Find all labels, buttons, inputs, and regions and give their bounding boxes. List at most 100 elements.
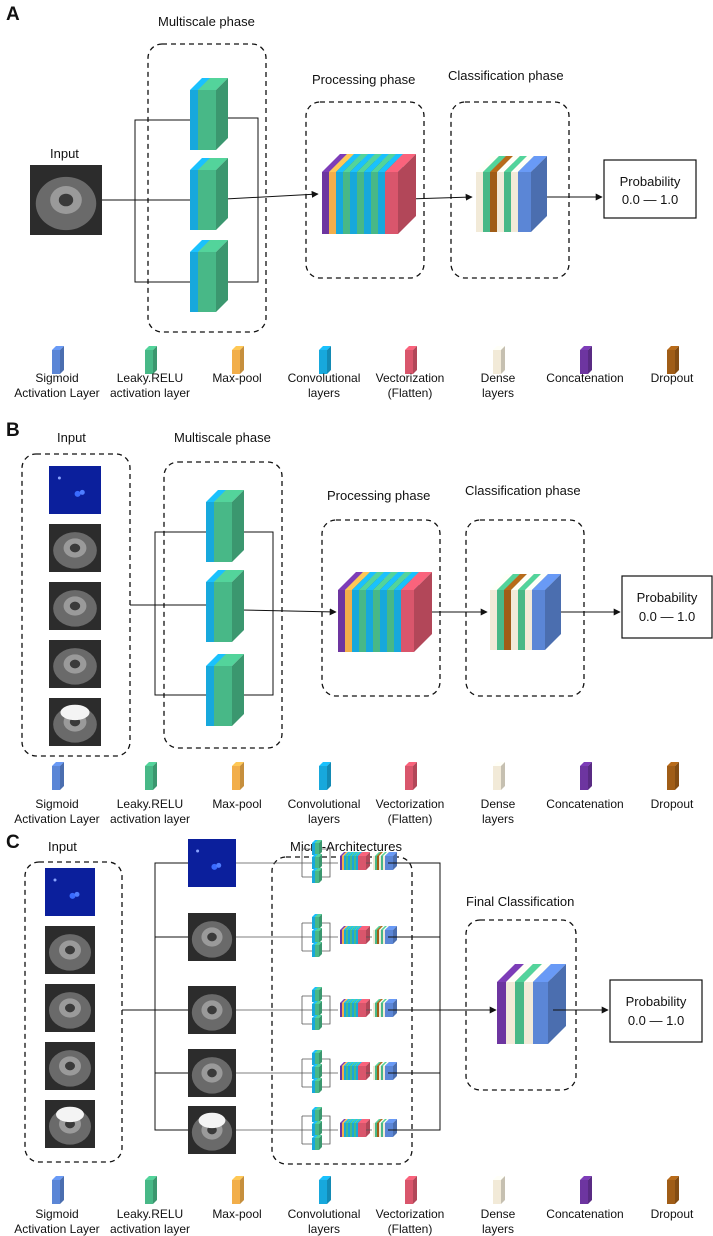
panel-c-micro-processing-layer-leaky_relu-top [350, 1119, 356, 1123]
panel-a-processing-layer-conv-top [350, 154, 375, 172]
panel-c-micro-processing-layer-conv-front [356, 1066, 358, 1080]
panel-c-micro-ms-relu-1-top [315, 840, 322, 843]
panel-c-routed-image-5-bladder [198, 1112, 226, 1129]
panel-b-multiscale-block-1-relu-side [232, 490, 244, 562]
panel-c-micro-branch-wire [301, 922, 338, 952]
panel-b-multiscale-block-2-conv-front [206, 582, 214, 642]
panel-c-micro-processing-layer-maxpool-front [342, 1123, 344, 1137]
panel-c-micro-classification-layer-dense-front [373, 1003, 375, 1017]
panel-c: C Input Micro-Architectures Final Classi… [6, 832, 703, 1236]
panel-c-micro-processing-layer-flatten [358, 926, 370, 944]
panel-c-micro-classification-layer-leaky_relu-front [381, 930, 383, 944]
panel-c-micro-ms-relu-1-side [319, 1050, 322, 1065]
panel-c-final-layer-dense-front [524, 982, 533, 1044]
panel-c-micro-ms-relu-1-top [315, 914, 322, 917]
panel-c-micro-processing-layer-flatten-side [366, 852, 370, 870]
panel-c-micro-ms-relu-2-front [315, 1067, 319, 1079]
panel-a-multiscale-block-2-relu-top [198, 158, 228, 170]
panel-b-legend-item-dropout: Dropout [651, 762, 694, 811]
panel-c-micro-architecture-1 [236, 840, 397, 883]
panel-c-micro-ms-relu-1 [315, 1107, 322, 1122]
panel-c-micro-classification-layer-leaky_relu-front [375, 930, 377, 944]
panel-b-multiscale-block-3-relu-front [214, 666, 232, 726]
panel-c-routed-image-1-spot [216, 862, 222, 868]
panel-a-processing-label: Processing phase [312, 72, 415, 87]
panel-a-multiscale-label: Multiscale phase [158, 14, 255, 29]
panel-a-probability-box [603, 159, 697, 219]
panel-c-wire-merge-mid [388, 936, 440, 1074]
panel-a-input-label: Input [50, 146, 79, 161]
panel-c-micro-classification-layer-sigmoid-side [393, 852, 397, 870]
panel-c-micro-processing-layer-leaky_relu-front [354, 1003, 356, 1017]
panel-a-multiscale-block-3-conv-front [190, 252, 198, 312]
panel-c-micro-processing-layer-concat-top [340, 1119, 346, 1123]
panel-c-legend-sublabel-leaky_relu: activation layer [110, 1222, 190, 1236]
panel-c-micro-classification-layer-sigmoid [385, 1119, 397, 1137]
panel-c-micro-classification-layer-sigmoid [385, 999, 397, 1017]
panel-c-micro-ms-conv-3-front [312, 1018, 315, 1030]
panel-c-final-layer-concat-front [497, 982, 506, 1044]
panel-c-legend-swatch-concat-side [588, 1176, 592, 1204]
panel-b-legend-swatch-dense-front [493, 766, 501, 790]
panel-c-micro-ms-relu-1-front [315, 843, 319, 855]
panel-c-micro-architecture-4 [236, 1050, 397, 1093]
panel-a-processing-layer-flatten-front [385, 172, 398, 234]
panel-c-micro-processing-layer-conv-front [348, 856, 350, 870]
panel-b-multiscale-block-1-relu [214, 490, 244, 562]
panel-c-micro-processing-layer-conv-top [356, 1062, 362, 1066]
panel-c-micro-ms-conv-3-front [312, 945, 315, 957]
panel-c-legend-label-sigmoid: Sigmoid [35, 1207, 78, 1221]
panel-c-micro-classification-layer-leaky_relu-front [381, 856, 383, 870]
panel-c-micro-processing-layer-conv-top [348, 1062, 354, 1066]
panel-b-legend-swatch-maxpool-side [240, 762, 244, 790]
panel-c-micro-ms-relu-3-top [315, 1015, 322, 1018]
panel-b-processing-layer-conv-front [380, 590, 387, 652]
panel-b-processing-layer-maxpool-front [345, 590, 352, 652]
panel-c-final-layer-dense-top [524, 964, 551, 982]
panel-c-micro-classification-layer-sigmoid-side [393, 926, 397, 944]
panel-c-micro-classification-layer-dense-front [383, 1066, 385, 1080]
panel-a-legend-swatch-maxpool [232, 346, 244, 374]
panel-c-micro-processing-layer-conv-top [356, 999, 362, 1003]
panel-c-micro-processing-layer-concat-top [340, 999, 346, 1003]
panel-c-legend-swatch-concat-front [580, 1180, 588, 1204]
panel-a-legend-sublabel-sigmoid: Activation Layer [14, 386, 99, 400]
panel-c-micro-ms-conv-3-front [312, 1081, 315, 1093]
panel-c-micro-classification-layer-dense-front [379, 1066, 381, 1080]
panel-c-micro-processing-layer-flatten [358, 852, 370, 870]
panel-c-micro-ms-relu-3-side [319, 942, 322, 957]
panel-b-classification-layer-dense-front [490, 590, 497, 650]
panel-b-legend-swatch-maxpool-front [232, 766, 240, 790]
panel-c-micro-processing-layer-conv-top [348, 926, 354, 930]
panel-b-classification-stack [490, 574, 561, 650]
panel-c-micro-processing-layer-conv-front [356, 930, 358, 944]
panel-c-micro-classification-layer-leaky_relu-top [375, 1119, 381, 1123]
panel-c-micro-classification-layer-sigmoid [385, 1062, 397, 1080]
panel-c-micro-ms-conv-1-top [312, 840, 318, 843]
panel-b-classification-layer-dropout-front [504, 590, 511, 650]
panel-c-legend-swatch-dense-side [501, 1176, 505, 1204]
panel-a-multiscale-block-3-relu [198, 240, 228, 312]
panel-c-micro-processing-layer-conv-front [352, 1003, 354, 1017]
panel-c-micro-ms-relu-1 [315, 987, 322, 1002]
panel-c-micro-ms-conv-3-top [312, 868, 318, 871]
panel-b-classification-layer-sigmoid-side [545, 574, 561, 650]
panel-c-micro-processing-layer-conv-top [344, 926, 350, 930]
panel-c-input-image-4 [45, 1042, 95, 1090]
panel-c-micro-processing-layer-leaky_relu-front [354, 856, 356, 870]
panel-c-micro-ms-relu-2 [315, 1001, 322, 1016]
panel-c-micro-processing-layer-conv-top [352, 1062, 358, 1066]
panel-c-micro-ms-relu-1-front [315, 917, 319, 929]
panel-b-legend-label-maxpool: Max-pool [212, 797, 261, 811]
panel-a-multiscale-block-3-relu-front [198, 252, 216, 312]
panel-a-legend-swatch-dropout-side [675, 346, 679, 374]
panel-c-micro-processing-layer-maxpool-top [342, 1119, 348, 1123]
panel-a-legend-swatch-sigmoid [52, 346, 64, 374]
panel-b-classification-layer-sigmoid-top [532, 574, 561, 590]
panel-c-final-stack [497, 964, 566, 1044]
panel-c-micro-processing-layer-leaky_relu-front [346, 1123, 348, 1137]
panel-a-multiscale-box [147, 43, 267, 333]
